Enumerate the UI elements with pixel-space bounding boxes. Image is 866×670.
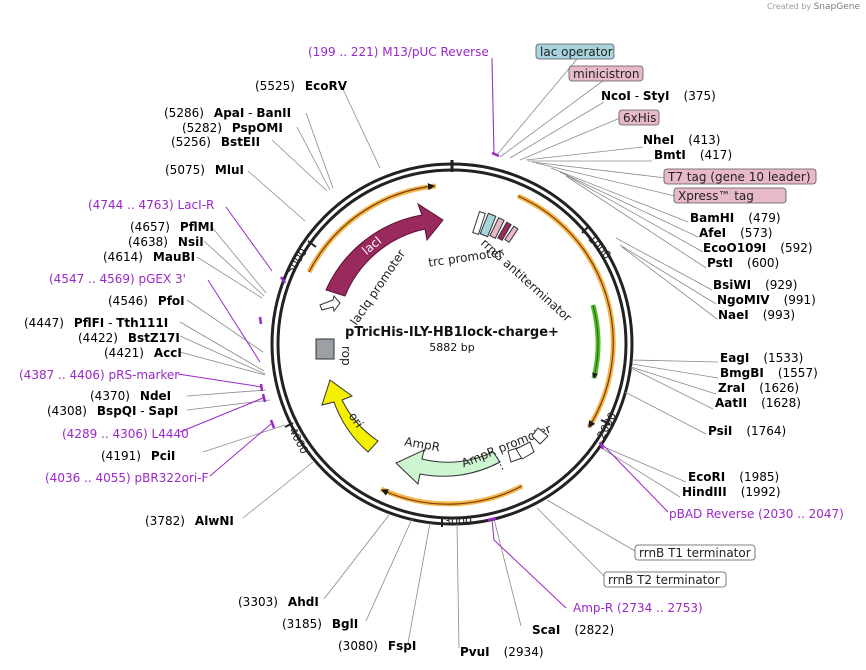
enzyme-label: EcoO109I(592)	[703, 241, 813, 255]
mcs-feature-cluster	[472, 210, 519, 244]
enzyme-label: (5286)ApaI - BanII	[164, 106, 291, 120]
boxed-label-rrnb-t1: rrnB T1 terminator	[634, 544, 756, 561]
enzyme-label: (4657)PflMI	[130, 220, 214, 234]
primer-label: (199 .. 221) M13/pUC Reverse	[308, 45, 489, 59]
enzyme-label: BmgBI(1557)	[720, 366, 818, 380]
boxed-label-lac-operator: lac operator	[535, 43, 615, 60]
enzyme-label: ZraI(1626)	[718, 381, 799, 395]
enzyme-label: HindIII(1992)	[682, 485, 781, 499]
rop-label: rop	[339, 346, 353, 366]
boxed-label-minicistron: minicistron	[568, 65, 644, 82]
primer-label: (4744 .. 4763) LacI-R	[88, 198, 214, 212]
enzyme-label: (5525)EcoRV	[255, 79, 348, 93]
rrng-antiterminator-label: rrnG antiterminator	[478, 236, 574, 325]
green-feature-arrow-line	[592, 304, 599, 379]
rrnb-terminators-block	[515, 441, 535, 460]
enzyme-label: BamHI(479)	[690, 211, 781, 225]
svg-text:minicistron: minicistron	[573, 67, 639, 81]
primer-label: (4387 .. 4406) pRS-marker	[19, 368, 179, 382]
svg-text:rrnB T2 terminator: rrnB T2 terminator	[608, 573, 720, 587]
arrow-band-bottom-line	[380, 485, 523, 505]
snapgene-credit: Created by SnapGene	[767, 2, 860, 12]
primer-lines	[177, 57, 669, 609]
tick-label-5000: 5000	[284, 246, 310, 277]
svg-text:Xpress™ tag: Xpress™ tag	[678, 189, 754, 203]
enzyme-label: (4370)NdeI	[90, 389, 171, 403]
plasmid-name: pTricHis-ILY-HB1lock-charge+	[345, 325, 559, 340]
enzyme-label: (4191)PciI	[101, 449, 175, 463]
primer-label: Amp-R (2734 .. 2753)	[573, 601, 703, 615]
svg-text:lac operator: lac operator	[540, 45, 613, 59]
ori-feature	[321, 379, 379, 453]
rrnb-arrow	[531, 427, 549, 445]
enzyme-label: NgoMIV(991)	[717, 293, 816, 307]
enzyme-label: (4421)AccI	[104, 346, 182, 360]
tick-label-3000: 3000	[444, 515, 472, 528]
svg-text:rrnB T1 terminator: rrnB T1 terminator	[639, 546, 751, 560]
enzyme-labels-left: (3080)FspI (3185)BglI (3303)AhdI (3782)A…	[24, 79, 416, 653]
enzyme-label: (3185)BglI	[282, 617, 358, 631]
enzyme-label: (3782)AlwNI	[145, 514, 234, 528]
boxed-label-6xhis: 6xHis	[618, 109, 660, 126]
laci-feature	[325, 202, 444, 297]
enzyme-label: (4422)BstZ17I	[78, 331, 180, 345]
ampr-label: AmpR	[403, 434, 441, 454]
enzyme-label: NaeI(993)	[718, 308, 795, 322]
enzyme-label: (3080)FspI	[338, 639, 416, 653]
svg-text:6xHis: 6xHis	[623, 111, 656, 125]
enzyme-label: (5256)BstEII	[171, 135, 260, 149]
enzyme-label: (4447)PflFI - Tth111I	[24, 316, 168, 330]
boxed-label-t7-tag: T7 tag (gene 10 leader)	[663, 168, 817, 185]
rop-feature	[315, 338, 335, 360]
enzyme-label: NheI(413)	[643, 133, 720, 147]
credit-prefix: Created by	[767, 2, 812, 11]
enzyme-label: BmtI(417)	[654, 148, 732, 162]
enzyme-label: PsiI(1764)	[708, 424, 786, 438]
enzyme-label: EagI(1533)	[720, 351, 803, 365]
primer-label: pBAD Reverse (2030 .. 2047)	[669, 507, 844, 521]
enzyme-label: ScaI(2822)	[532, 623, 614, 637]
enzyme-label: PstI(600)	[707, 256, 779, 270]
enzyme-label: AatII(1628)	[715, 396, 801, 410]
enzyme-label: (5282)PspOMI	[182, 121, 283, 135]
enzyme-label: EcoRI(1985)	[688, 470, 779, 484]
ampr-feature	[395, 449, 501, 485]
enzyme-label: (4308)BspQI - SapI	[47, 404, 178, 418]
enzyme-labels-right: NcoI - StyI(375) NheI(413) BmtI(417) Bam…	[460, 89, 818, 659]
tick-3000: 3000	[441, 515, 472, 528]
enzyme-label: NcoI - StyI(375)	[601, 89, 716, 103]
leader-lines	[179, 58, 719, 649]
primer-markers	[258, 151, 605, 522]
arrow-band-right-line	[517, 195, 614, 429]
primer-label: (4036 .. 4055) pBR322ori-F	[45, 471, 209, 485]
enzyme-label: BsiWI(929)	[713, 278, 797, 292]
enzyme-label: (3303)AhdI	[238, 595, 319, 609]
svg-text:T7 tag (gene 10 leader): T7 tag (gene 10 leader)	[667, 170, 811, 184]
enzyme-label: AfeI(573)	[699, 226, 772, 240]
enzyme-label: (5075)MluI	[165, 163, 244, 177]
boxed-label-xpress-tag: Xpress™ tag	[673, 187, 787, 204]
primer-label: (4547 .. 4569) pGEX 3'	[49, 272, 186, 286]
enzyme-label: PvuI(2934)	[460, 645, 544, 659]
laciq-promoter-arrow	[319, 294, 341, 313]
plasmid-length: 5882 bp	[429, 341, 474, 354]
primer-label: (4289 .. 4306) L4440	[62, 427, 189, 441]
enzyme-label: (4546)PfoI	[108, 294, 185, 308]
arrow-band-top-left-line	[308, 183, 436, 273]
snapgene-logo: SnapGene	[813, 2, 860, 12]
primer-labels: (199 .. 221) M13/pUC Reverse pBAD Revers…	[19, 45, 844, 615]
boxed-label-rrnb-t2: rrnB T2 terminator	[603, 571, 727, 588]
enzyme-label: (4638)NsiI	[128, 235, 204, 249]
enzyme-label: (4614)MauBI	[103, 250, 195, 264]
